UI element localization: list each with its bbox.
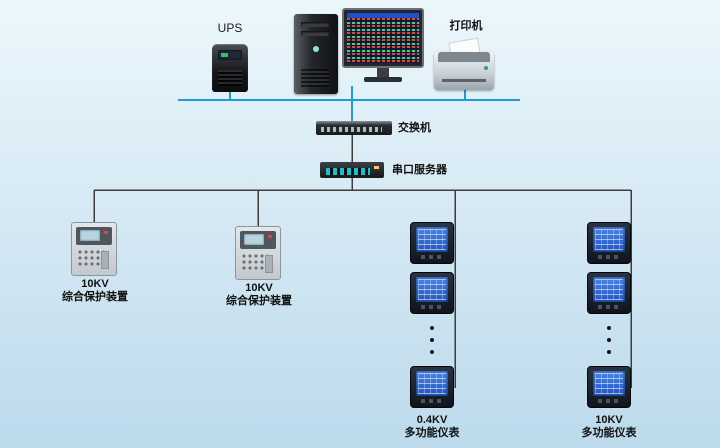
- protection-lcd: [80, 230, 100, 241]
- protection-led: [268, 235, 272, 238]
- serial-server-label: 串口服务器: [392, 164, 447, 176]
- protection-1-label: 10KV 综合保护装置: [50, 278, 140, 304]
- monitor-screen: [347, 13, 419, 63]
- meter-buttons: [421, 399, 445, 403]
- printer-top: [438, 52, 490, 62]
- computer-tower: [294, 14, 338, 94]
- meter-screen: [593, 371, 625, 396]
- printer: [434, 52, 494, 90]
- monitor-base: [364, 77, 402, 82]
- protection-2-kv: 10KV: [245, 282, 273, 294]
- ups-panel: [218, 50, 242, 60]
- protection-device-2: [235, 226, 281, 280]
- protection-device-1: [71, 222, 117, 276]
- meter-5: [587, 272, 631, 314]
- meter-buttons: [598, 399, 622, 403]
- tower-grill: [301, 69, 329, 87]
- meter-screen: [416, 277, 448, 302]
- meter-buttons: [598, 305, 622, 309]
- meter-buttons: [421, 305, 445, 309]
- network-switch: [316, 121, 392, 135]
- monitor: [342, 8, 424, 68]
- ups-led: [221, 53, 228, 57]
- meter-group-2-label: 10KV 多功能仪表: [567, 414, 651, 440]
- serial-ports: [326, 168, 370, 175]
- serial-port-server: [320, 162, 384, 178]
- meter-6: [587, 366, 631, 408]
- meter-4: [587, 222, 631, 264]
- protection-led: [104, 231, 108, 234]
- switch-label: 交换机: [398, 122, 431, 134]
- protection-keypad: [242, 254, 268, 272]
- meter-group-2-kv: 10KV: [595, 414, 623, 426]
- serial-led: [374, 166, 379, 169]
- meter-group-2-name: 多功能仪表: [581, 427, 637, 439]
- meter-screen: [416, 371, 448, 396]
- protection-2-name: 综合保护装置: [226, 295, 292, 307]
- meter-screen: [593, 277, 625, 302]
- meter-group-1-kv: 0.4KV: [416, 414, 448, 426]
- protection-strip: [101, 251, 109, 269]
- ellipsis-dots-1: [430, 326, 434, 362]
- printer-output-slot: [442, 79, 486, 82]
- meter-1: [410, 222, 454, 264]
- protection-1-kv: 10KV: [81, 278, 109, 290]
- meter-buttons: [598, 255, 622, 259]
- ups-label: UPS: [217, 21, 243, 35]
- protection-2-label: 10KV 综合保护装置: [214, 282, 304, 308]
- drive-bay: [301, 31, 329, 36]
- ups-device: [212, 44, 248, 92]
- monitor-titlebar: [347, 13, 419, 18]
- protection-lcd: [244, 234, 264, 245]
- power-button-icon: [313, 46, 319, 52]
- protection-strip: [265, 255, 273, 273]
- ellipsis-dots-2: [607, 326, 611, 362]
- protection-1-name: 综合保护装置: [62, 291, 128, 303]
- meter-2: [410, 272, 454, 314]
- meter-screen: [416, 227, 448, 252]
- meter-group-1-label: 0.4KV 多功能仪表: [390, 414, 474, 440]
- printer-button-icon: [484, 66, 488, 70]
- monitor-stand: [377, 68, 389, 77]
- ups-vent: [218, 70, 242, 86]
- meter-screen: [593, 227, 625, 252]
- meter-buttons: [421, 255, 445, 259]
- protection-keypad: [78, 250, 104, 268]
- meter-group-1-name: 多功能仪表: [404, 427, 460, 439]
- switch-ports: [321, 127, 382, 132]
- meter-3: [410, 366, 454, 408]
- printer-label: 打印机: [449, 20, 483, 32]
- drive-bay: [301, 22, 329, 27]
